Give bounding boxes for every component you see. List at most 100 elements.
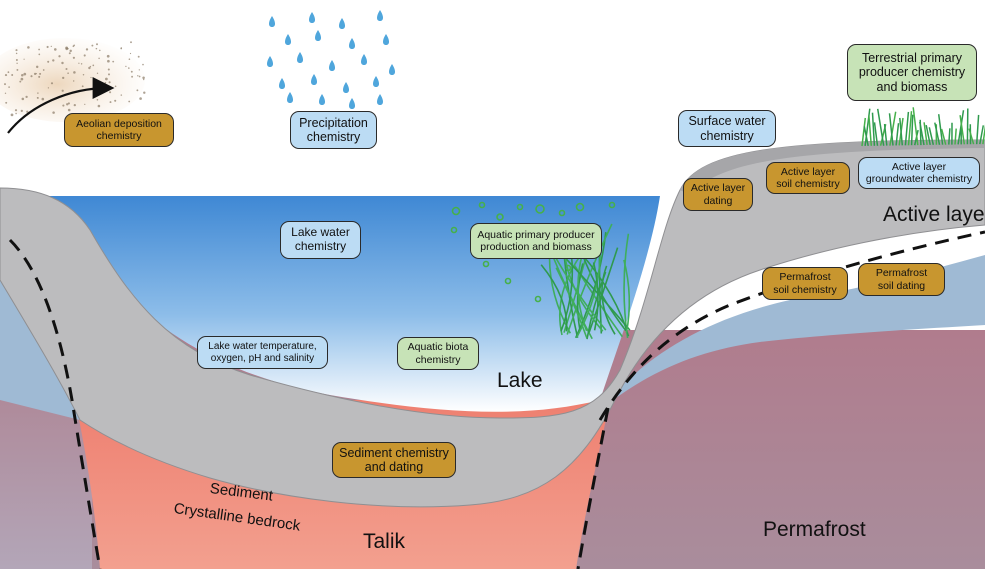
dust-particle [114,85,117,88]
dust-particle [8,86,10,88]
sediment-layer [0,139,985,508]
terrestrial-grass [861,107,985,147]
bubble [478,201,486,209]
dust-particle [20,77,24,81]
raindrop [349,98,355,109]
dust-particle [85,48,89,51]
grass-blade [948,128,951,145]
dust-particle [47,87,50,89]
dust-particle [107,73,111,76]
dust-particle [138,75,141,78]
wind-arrow [7,77,115,134]
dust-particle [120,94,123,96]
dust-particle [15,112,17,115]
raindrop [373,76,379,87]
raindrop [361,54,367,65]
grass-blade [940,128,947,145]
grass-blade [959,115,966,145]
aquatic-plant-blade [559,252,583,336]
dust-particle [142,63,144,66]
grass-blade [904,111,910,146]
aquatic-biota-box: Aquatic biota chemistry [397,337,479,370]
bubble [504,277,512,285]
dust-particle [20,109,23,113]
raindrop [383,34,389,45]
dust-particle [10,113,14,117]
raindrop [349,38,355,49]
grass-blade [937,114,944,145]
permafrost-table-line [598,230,985,421]
dust-particle [83,54,86,57]
aquatic-plant-blade [555,267,588,339]
grass-blade [968,128,975,145]
raindrop [343,82,349,93]
dust-particle [98,57,100,60]
dust-particle [72,45,75,48]
dust-particle [67,72,69,75]
dust-particle [142,78,145,81]
lake-label: Lake [497,369,543,392]
dust-particle [128,67,130,69]
dust-particle [81,85,84,88]
dust-particle [21,97,25,101]
dust-particle [112,60,115,63]
surface-water-box: Surface water chemistry [678,110,776,147]
dust-particle [120,47,123,50]
dust-particle [38,53,41,56]
raindrop [339,18,345,29]
dust-particle [46,45,49,49]
grass-blade [907,111,913,146]
grass-blade [982,124,985,145]
dust-particle [96,72,99,74]
dust-particle [95,47,98,50]
grass-blade [883,123,888,146]
active-layer-dating-box: Active layer dating [683,178,753,211]
dust-particle [137,75,139,77]
raindrop [285,34,291,45]
dust-particle [39,72,42,75]
aquatic-plant-blade [586,271,607,340]
dust-particle [26,110,29,113]
dust-particle [69,49,72,53]
dust-particle [92,64,95,67]
dust-particle [14,109,18,112]
raindrop [329,60,335,71]
dust-particle [105,77,108,81]
aquatic-primary-producer-box: Aquatic primary producer production and … [470,223,602,259]
talik-label: Talik [363,530,406,553]
raindrop [269,16,275,27]
raindrop [389,64,395,75]
terrestrial-primary-box: Terrestrial primary producer chemistry a… [847,44,977,101]
dust-particle [15,49,18,52]
precipitation-box: Precipitation chemistry [290,111,377,149]
dust-particle [91,44,94,47]
permafrost-soil-dating-box: Permafrost soil dating [858,263,945,296]
dust-particle [130,41,132,44]
dust-particle [61,89,64,92]
bubble [451,206,461,216]
talik-right-boundary [576,407,610,569]
dust-particle [11,74,14,76]
dust-particle [36,97,39,99]
raindrop [267,56,273,67]
dust-particle [78,62,80,64]
bubble [535,204,545,214]
dust-particle [19,80,22,83]
aeolian-deposition-box: Aeolian deposition chemistry [64,113,174,147]
dust-particle [67,102,70,105]
bubble [534,295,542,303]
bubble [575,202,585,212]
dust-particle [4,83,6,86]
grass-blade [895,123,900,146]
dust-particle [30,75,33,78]
grass-blade [861,117,867,147]
grass-blade [975,114,980,145]
active-layer-soil-box: Active layer soil chemistry [766,162,850,194]
dust-particle [16,62,18,65]
raindrop [319,94,325,105]
dust-particle [41,97,45,101]
dust-particle [50,82,54,85]
dust-particle [65,46,68,50]
raindrop [315,30,321,41]
